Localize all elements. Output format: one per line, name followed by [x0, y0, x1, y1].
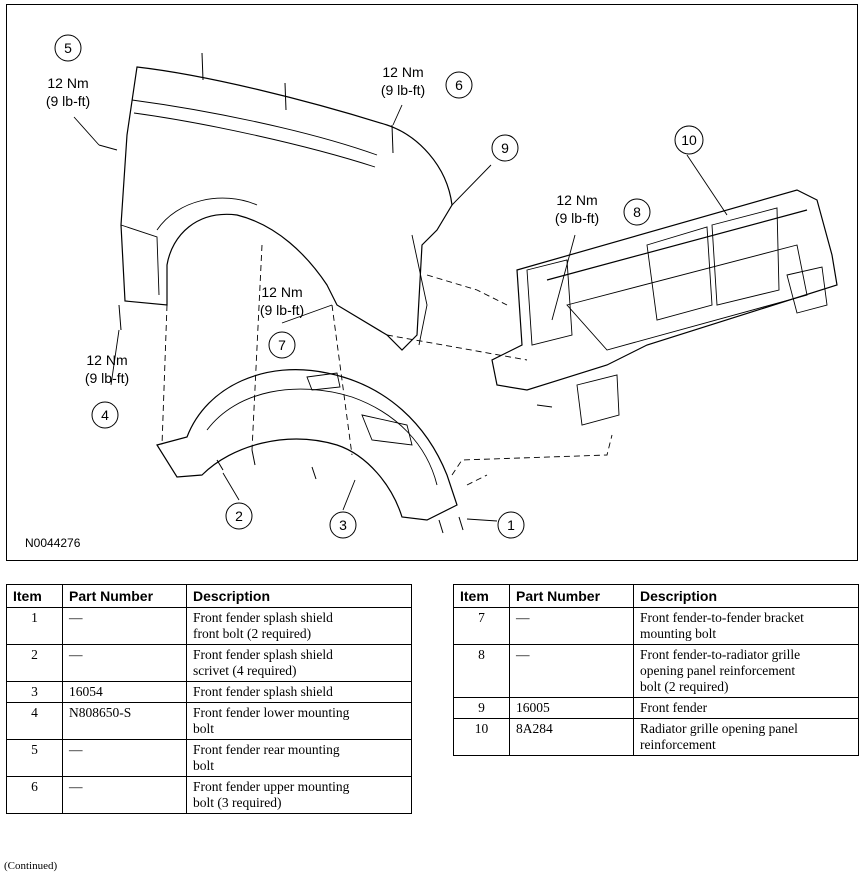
torque-label-7: 12 Nm (9 lb-ft): [260, 284, 304, 318]
description-cell: Front fender: [633, 697, 859, 719]
svg-text:1: 1: [507, 517, 515, 533]
svg-text:(9 lb-ft): (9 lb-ft): [381, 82, 425, 98]
table-header-row: Item Part Number Description: [6, 584, 412, 608]
table-row: 3 16054 Front fender splash shield: [6, 681, 412, 703]
header-part-number: Part Number: [62, 584, 187, 608]
item-cell: 7: [453, 607, 510, 645]
part-number-cell: 16005: [509, 697, 634, 719]
item-cell: 3: [6, 681, 63, 703]
parts-table-left: Item Part Number Description 1 — Front f…: [6, 584, 412, 814]
item-cell: 4: [6, 702, 63, 740]
torque-label-6: 12 Nm (9 lb-ft): [381, 64, 425, 98]
svg-text:4: 4: [101, 407, 109, 423]
front-fender-drawing: [120, 66, 453, 351]
part-number-cell: —: [509, 644, 634, 698]
torque-label-4: 12 Nm (9 lb-ft): [85, 352, 129, 386]
header-item: Item: [6, 584, 63, 608]
svg-text:7: 7: [278, 337, 286, 353]
table-header-row: Item Part Number Description: [453, 584, 859, 608]
item-cell: 10: [453, 718, 510, 756]
diagram-drawing: 1 2 3 4 5 6 7 8: [46, 34, 838, 539]
part-number-cell: —: [62, 607, 187, 645]
item-cell: 8: [453, 644, 510, 698]
item-cell: 9: [453, 697, 510, 719]
svg-text:12 Nm: 12 Nm: [86, 352, 127, 368]
table-row: 9 16005 Front fender: [453, 697, 859, 719]
header-part-number: Part Number: [509, 584, 634, 608]
figure-id: N0044276: [25, 536, 81, 550]
callout-2: 2: [225, 502, 253, 530]
svg-text:(9 lb-ft): (9 lb-ft): [46, 93, 90, 109]
exploded-view-diagram: 1 2 3 4 5 6 7 8: [6, 4, 858, 561]
callout-7: 7: [268, 331, 296, 359]
svg-text:2: 2: [235, 508, 243, 524]
svg-text:12 Nm: 12 Nm: [261, 284, 302, 300]
assembly-lines: [161, 244, 613, 486]
part-number-cell: 8A284: [509, 718, 634, 756]
item-cell: 6: [6, 776, 63, 814]
item-cell: 2: [6, 644, 63, 682]
callout-3: 3: [329, 511, 357, 539]
part-number-cell: 16054: [62, 681, 187, 703]
part-number-cell: —: [62, 776, 187, 814]
splash-shield-drawing: [156, 369, 458, 521]
svg-text:12 Nm: 12 Nm: [47, 75, 88, 91]
svg-text:5: 5: [64, 40, 72, 56]
part-number-cell: —: [509, 607, 634, 645]
header-description: Description: [633, 584, 859, 608]
svg-text:(9 lb-ft): (9 lb-ft): [555, 210, 599, 226]
callout-8: 8: [623, 198, 651, 226]
description-cell: Front fender splash shield: [186, 681, 412, 703]
svg-text:8: 8: [633, 204, 641, 220]
radiator-support-drawing: [491, 189, 838, 426]
svg-text:3: 3: [339, 517, 347, 533]
parts-table-right: Item Part Number Description 7 — Front f…: [453, 584, 859, 756]
svg-text:(9 lb-ft): (9 lb-ft): [260, 302, 304, 318]
svg-text:12 Nm: 12 Nm: [556, 192, 597, 208]
callout-1: 1: [497, 511, 525, 539]
svg-text:6: 6: [455, 77, 463, 93]
svg-text:9: 9: [501, 140, 509, 156]
svg-text:(9 lb-ft): (9 lb-ft): [85, 370, 129, 386]
header-item: Item: [453, 584, 510, 608]
callout-4: 4: [91, 401, 119, 429]
callout-6: 6: [445, 71, 473, 99]
svg-text:10: 10: [681, 132, 697, 148]
item-cell: 5: [6, 739, 63, 777]
callout-9: 9: [491, 134, 519, 162]
part-number-cell: N808650-S: [62, 702, 187, 740]
torque-label-5: 12 Nm (9 lb-ft): [46, 75, 90, 109]
torque-label-8: 12 Nm (9 lb-ft): [555, 192, 599, 226]
part-number-cell: —: [62, 644, 187, 682]
svg-text:12 Nm: 12 Nm: [382, 64, 423, 80]
item-cell: 1: [6, 607, 63, 645]
header-description: Description: [186, 584, 412, 608]
bolts-drawing: [98, 52, 553, 534]
continued-note: (Continued): [4, 860, 58, 872]
callout-5: 5: [54, 34, 82, 62]
leader-lines: [73, 104, 728, 522]
part-number-cell: —: [62, 739, 187, 777]
callout-10: 10: [674, 125, 704, 155]
